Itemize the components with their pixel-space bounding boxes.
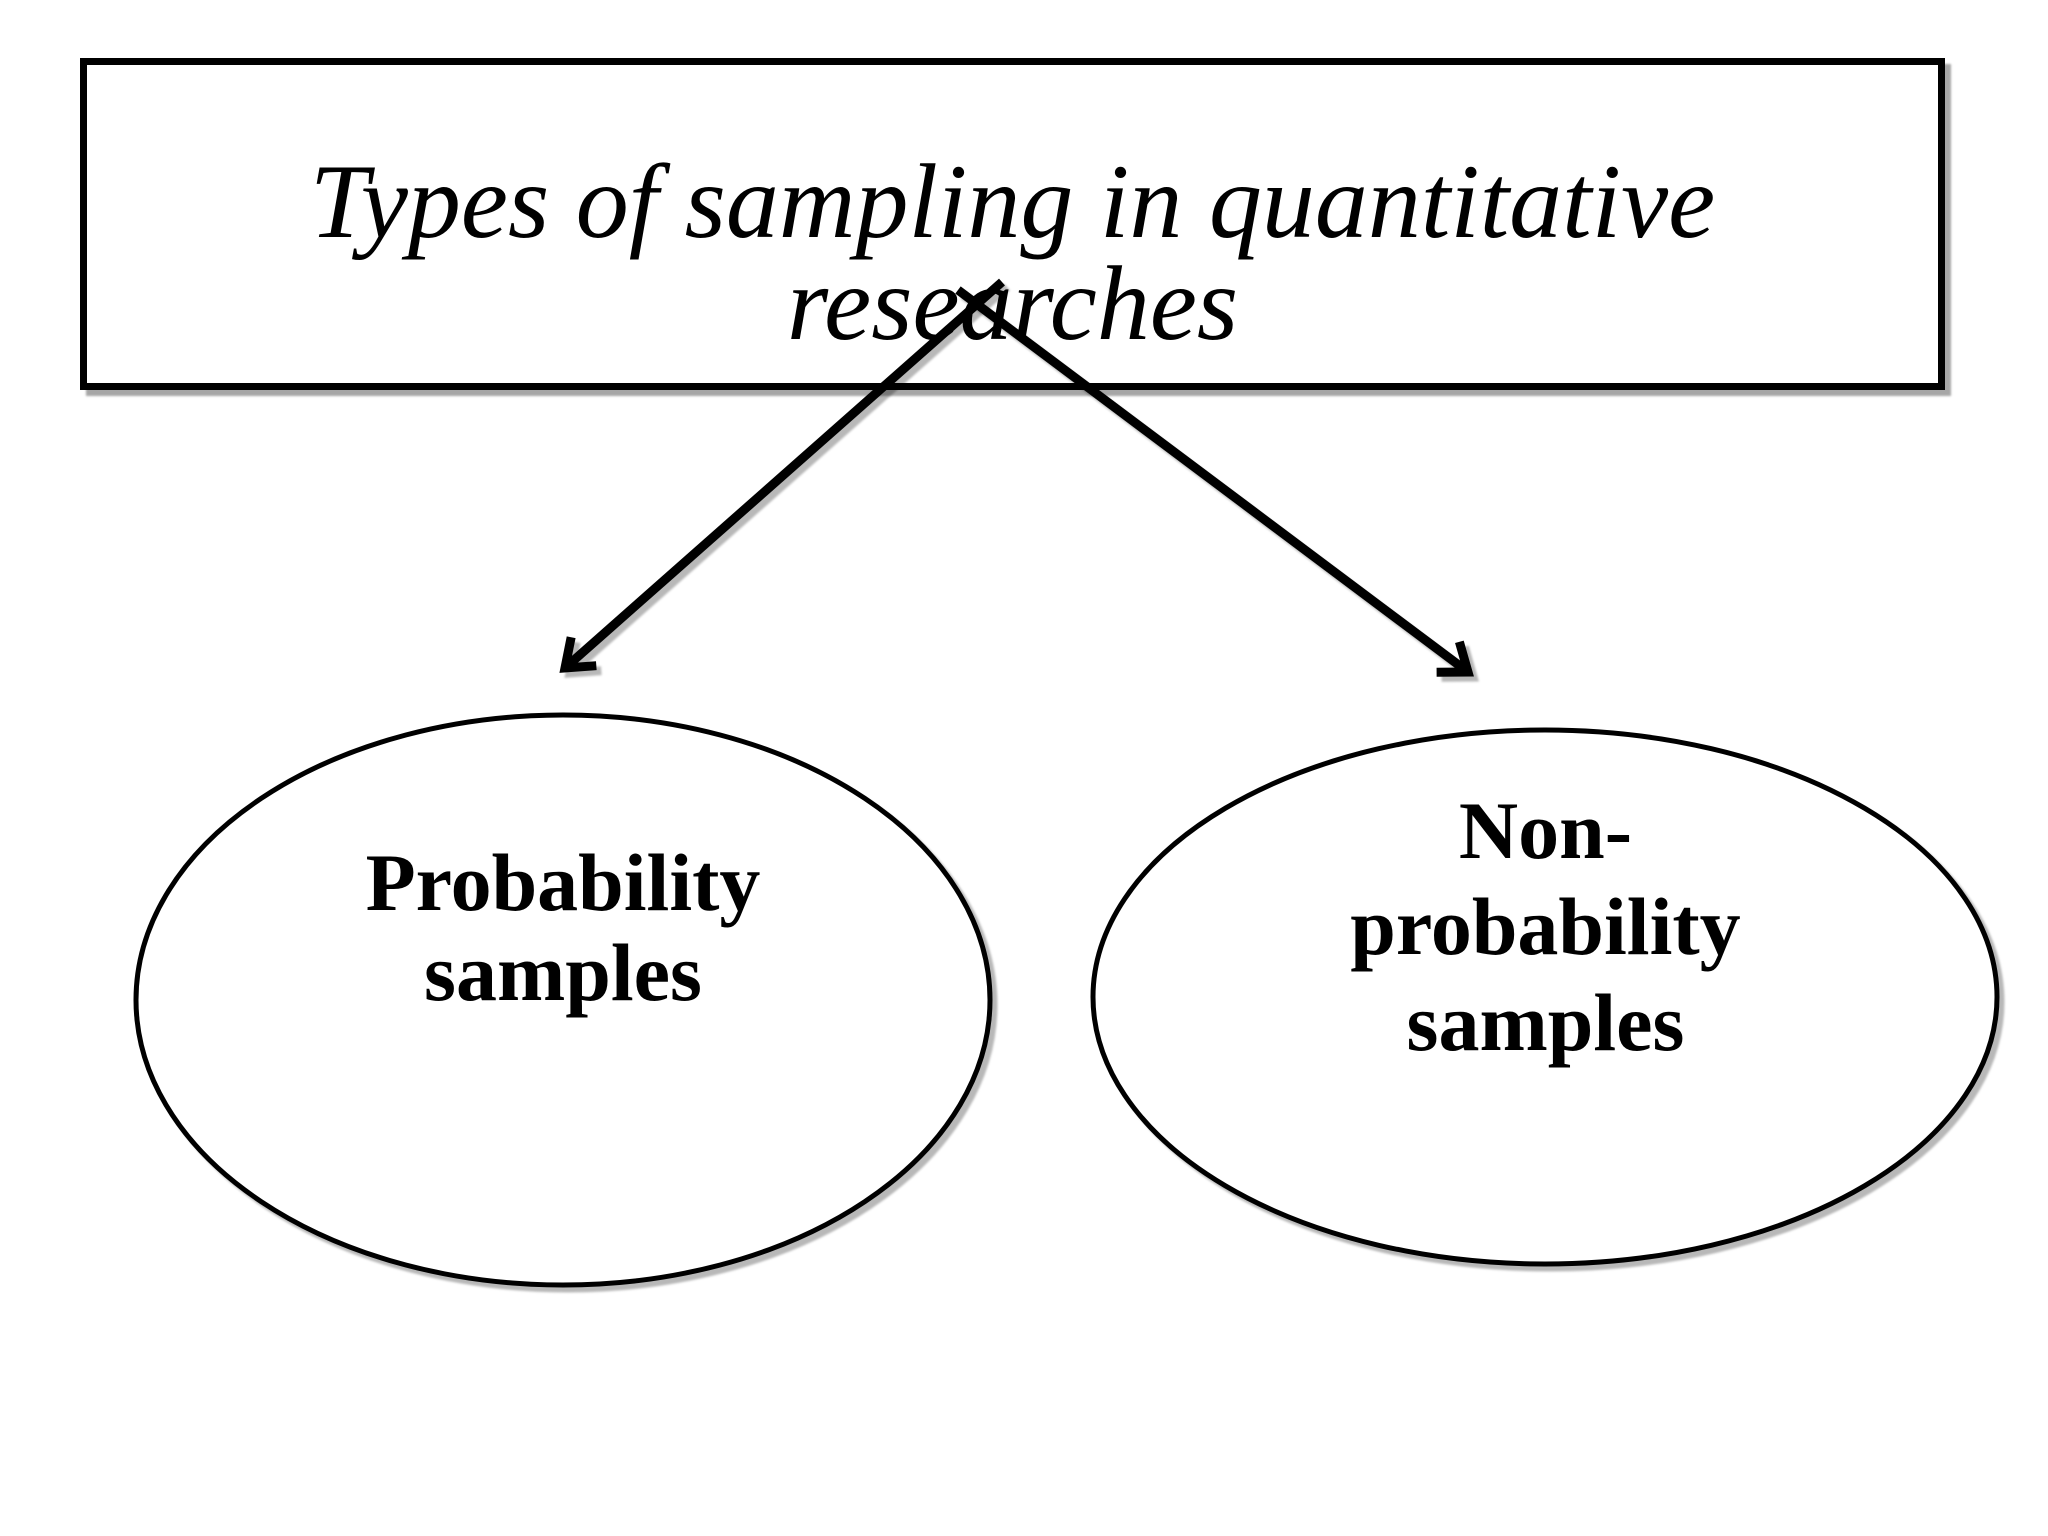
probability-samples-line-1: Probability xyxy=(365,837,761,928)
non-probability-samples-line-3: samples xyxy=(1406,976,1685,1068)
non-probability-samples-line-2: probability xyxy=(1350,880,1741,972)
probability-samples-label: Probability samples xyxy=(136,837,990,1019)
title-box: Types of sampling in quantitative resear… xyxy=(80,58,1945,390)
slide-title-line-1: Types of sampling in quantitative xyxy=(309,143,1716,260)
slide-title-line-2: researches xyxy=(786,244,1239,362)
non-probability-samples-line-1: Non- xyxy=(1458,785,1633,876)
probability-samples-line-2: samples xyxy=(424,927,702,1019)
non-probability-samples-label: Non- probability samples xyxy=(1093,783,1998,1071)
